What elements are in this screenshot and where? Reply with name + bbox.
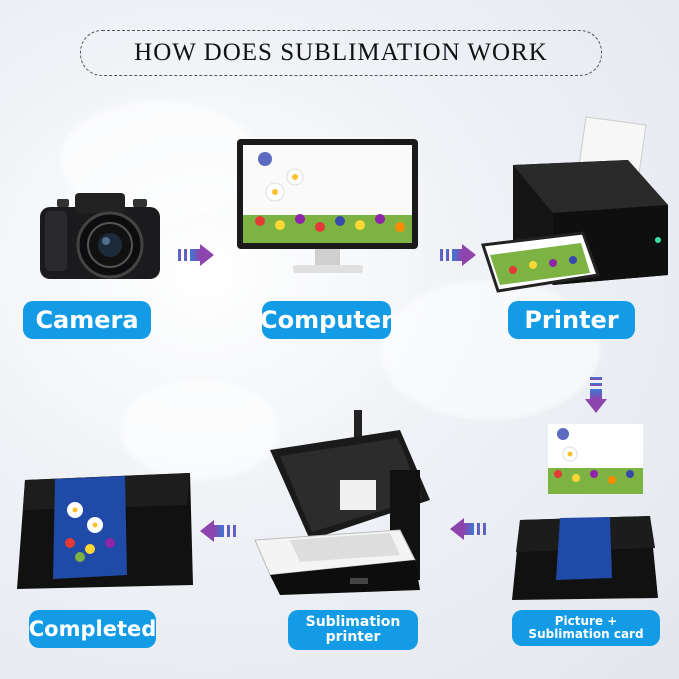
title-banner: HOW DOES SUBLIMATION WORK	[80, 30, 602, 76]
computer-monitor-icon	[237, 139, 418, 273]
computer-label: Computer	[260, 301, 393, 339]
printer-icon	[481, 116, 668, 293]
page-title: HOW DOES SUBLIMATION WORK	[134, 39, 548, 66]
arrow-right-icon	[178, 244, 214, 266]
camera-label: Camera	[23, 301, 151, 339]
heat-press-icon	[254, 410, 430, 595]
completed-table-runner-icon	[17, 473, 193, 589]
sublimation-printer-label: Sublimation printer	[288, 610, 418, 650]
arrow-down-icon	[585, 377, 607, 413]
background-petal	[120, 380, 280, 480]
arrow-left-icon	[200, 520, 236, 542]
camera-icon	[40, 193, 160, 279]
arrow-left-icon	[450, 518, 486, 540]
printed-picture-icon	[548, 424, 643, 494]
arrow-right-icon	[440, 244, 476, 266]
printer-label: Printer	[508, 301, 635, 339]
picture-card-label: Picture + Sublimation card	[512, 610, 660, 646]
table-runner-card-icon	[512, 516, 658, 600]
completed-label: Completed	[29, 610, 156, 648]
